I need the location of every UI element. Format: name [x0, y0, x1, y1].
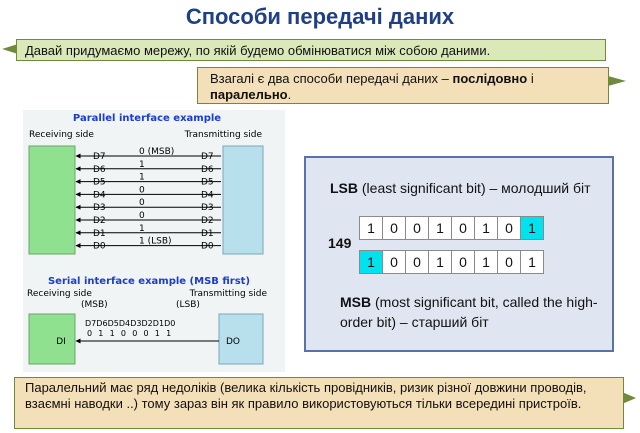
- receiver-block: [28, 145, 76, 255]
- serial-line-label: D5: [108, 319, 119, 328]
- transmitter-line-label: D5: [201, 178, 214, 188]
- parallel-title: Parallel interface example: [73, 113, 221, 124]
- serial-term: послідовно: [452, 71, 528, 86]
- intro-callout: Давай придумаємо мережу, по якій будемо …: [16, 39, 606, 61]
- transmitter-line-label: D1: [201, 229, 214, 239]
- slide-title: Способи передачі даних: [185, 4, 455, 29]
- parallel-bit-value: 0 (MSB): [139, 147, 174, 157]
- transmitter-line-label: D6: [201, 165, 214, 175]
- serial-line-label: D3: [130, 319, 141, 328]
- transmitter-line-label: D3: [201, 203, 214, 213]
- parallel-bit-value: 1: [139, 224, 145, 234]
- msb-description: MSB (most significant bit, called the hi…: [340, 292, 600, 332]
- parallel-transmitting-label: Transmitting side: [184, 130, 263, 140]
- serial-line-label: D7: [85, 319, 96, 328]
- receiver-line-label: D7: [93, 152, 106, 162]
- bit-cell: 0: [451, 250, 475, 274]
- lsb-description: LSB (least significant bit) – молодший б…: [330, 180, 591, 196]
- serial-msb-label: (MSB): [81, 300, 108, 310]
- receiver-line-label: D1: [93, 229, 106, 239]
- number-label: 149: [328, 235, 352, 251]
- drawbacks-callout: Паралельний має ряд недоліків (велика кі…: [14, 377, 624, 429]
- transmitter-line-label: D7: [201, 152, 214, 162]
- serial-bit-value: 0: [87, 329, 92, 338]
- bit-cell: 0: [497, 250, 521, 274]
- parallel-bit-value: 1 (LSB): [139, 237, 172, 247]
- serial-transmitting-label: Transmitting side: [189, 289, 268, 299]
- parallel-bit-value: 1: [139, 160, 145, 170]
- bit-cell: 1: [520, 250, 544, 274]
- serial-line-label: D2: [142, 319, 153, 328]
- bit-cell: 0: [382, 250, 406, 274]
- callout-tail: [608, 76, 626, 86]
- transmitter-line-label: D0: [201, 242, 214, 252]
- bit-cell: 0: [451, 216, 475, 240]
- bit-cell: 1: [359, 216, 383, 240]
- highlighted-bit-cell: 1: [359, 250, 383, 274]
- callout-text: Взагалі є два способи передачі даних –: [210, 71, 453, 86]
- serial-bit-value: 1: [110, 329, 115, 338]
- serial-lsb-label: (LSB): [176, 300, 200, 310]
- methods-callout: Взагалі є два способи передачі даних – п…: [197, 67, 609, 104]
- bit-cell: 1: [428, 250, 452, 274]
- bit-cell: 1: [474, 216, 498, 240]
- serial-bit-value: 1: [166, 329, 171, 338]
- bit-cell: 0: [405, 250, 429, 274]
- parallel-receiving-label: Receiving side: [29, 130, 94, 140]
- bit-cell: 0: [382, 216, 406, 240]
- parallel-bit-value: 1: [139, 173, 145, 183]
- serial-bit-value: 1: [98, 329, 103, 338]
- callout-text: .: [287, 87, 292, 102]
- serial-title: Serial interface example (MSB first): [48, 276, 250, 287]
- interface-diagram: Parallel interface example Receiving sid…: [23, 110, 285, 372]
- receiver-line-label: D5: [93, 178, 106, 188]
- receiver-line-label: D4: [93, 190, 106, 200]
- callout-tail: [2, 44, 18, 54]
- serial-bit-value: 0: [121, 329, 126, 338]
- highlighted-bit-cell: 1: [520, 216, 544, 240]
- callout-tail: [622, 392, 636, 404]
- serial-line-label: D4: [119, 319, 130, 328]
- transmitter-block: [222, 145, 264, 255]
- serial-receiving-label: Receiving side: [27, 289, 92, 299]
- transmitter-line-label: D4: [201, 190, 214, 200]
- serial-receiver-block: [28, 313, 76, 365]
- msb-term: MSB: [340, 294, 372, 310]
- serial-transmitter-block: [218, 313, 264, 365]
- serial-in-label: DI: [56, 337, 66, 347]
- parallel-bit-value: 0: [139, 198, 145, 208]
- bit-cell: 0: [405, 216, 429, 240]
- callout-text: і: [527, 71, 534, 86]
- serial-out-label: DO: [226, 337, 240, 347]
- bit-cell: 1: [474, 250, 498, 274]
- lsb-text: (least significant bit) – молодший біт: [358, 180, 591, 196]
- lsb-term: LSB: [330, 180, 358, 196]
- serial-bit-value: 1: [155, 329, 160, 338]
- bit-order-panel: LSB (least significant bit) – молодший б…: [304, 156, 614, 352]
- bit-cell: 1: [428, 216, 452, 240]
- serial-bit-value: 0: [144, 329, 149, 338]
- parallel-term: паралельно: [210, 87, 288, 102]
- bit-cell: 0: [497, 216, 521, 240]
- serial-line-label: D0: [164, 319, 175, 328]
- receiver-line-label: D0: [93, 242, 106, 252]
- parallel-bit-value: 0: [139, 185, 145, 195]
- serial-bit-value: 0: [132, 329, 137, 338]
- receiver-line-label: D6: [93, 165, 106, 175]
- receiver-line-label: D3: [93, 203, 106, 213]
- msb-text: (most significant bit, called the high-o…: [340, 294, 598, 330]
- parallel-bit-value: 0: [139, 211, 145, 221]
- receiver-line-label: D2: [93, 216, 106, 226]
- serial-line-label: D6: [96, 319, 107, 328]
- transmitter-line-label: D2: [201, 216, 214, 226]
- serial-line-label: D1: [153, 319, 164, 328]
